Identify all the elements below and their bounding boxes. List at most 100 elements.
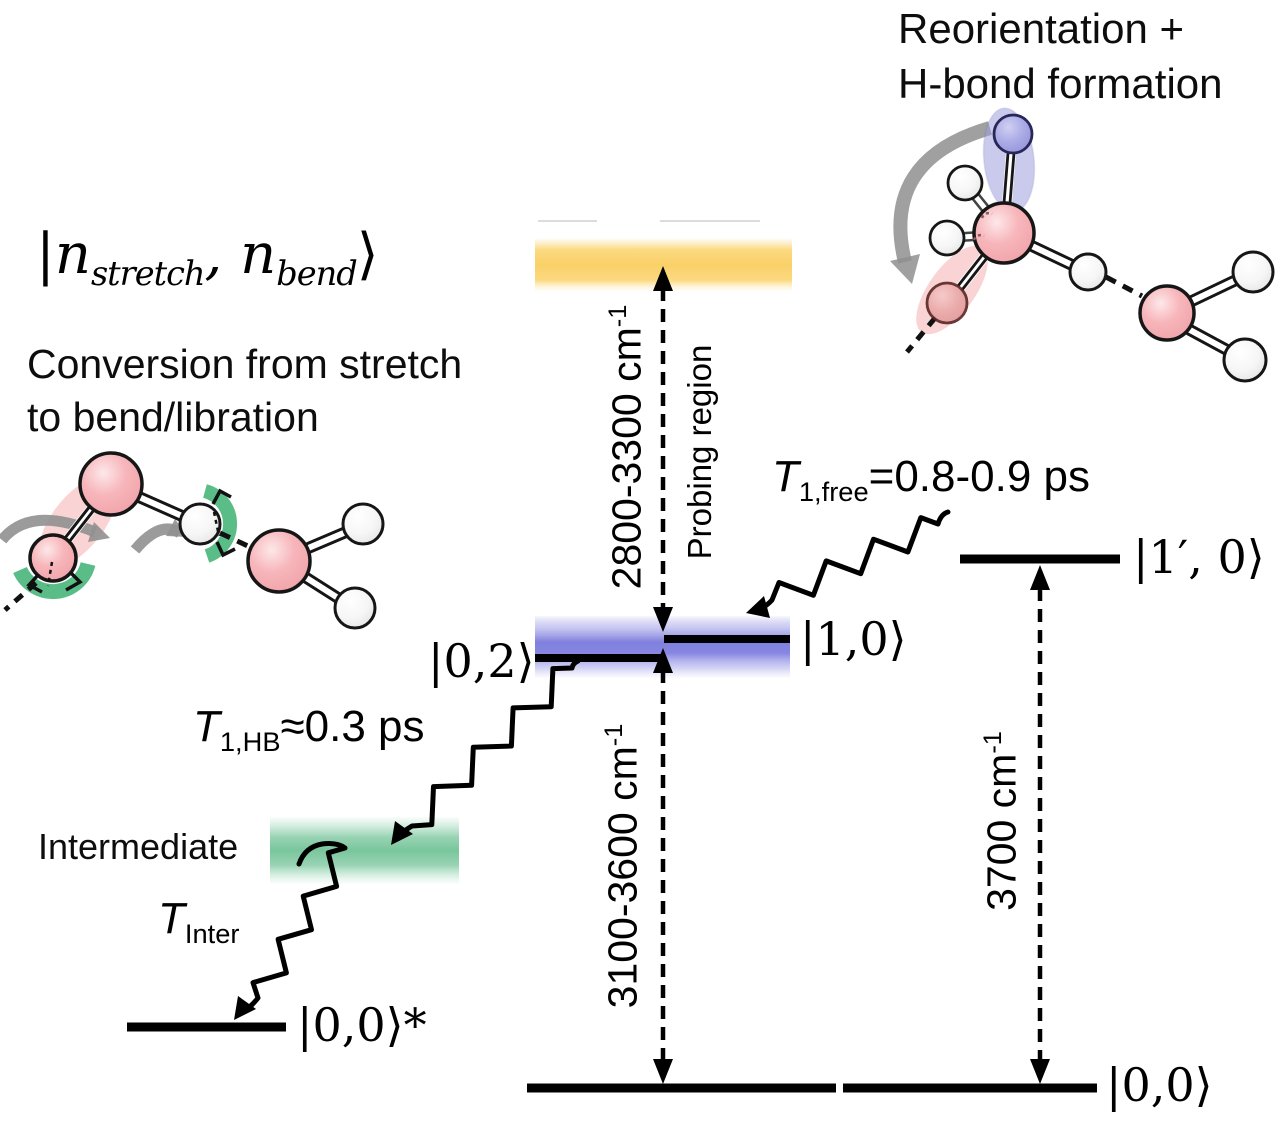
pump-transition-arrow — [653, 648, 673, 1084]
wavy-arrowhead — [234, 996, 256, 1020]
libration-marker-arrow — [65, 571, 83, 592]
hydrogen-bond-dash — [1104, 274, 1144, 299]
wavy-path — [239, 841, 348, 1015]
double-bond-line — [960, 257, 989, 291]
oxygen-atom — [78, 451, 144, 517]
t-inter-subscript: Inter — [184, 917, 240, 949]
conversion-caption: Conversion from stretch to bend/libratio… — [27, 338, 462, 445]
t1-hb-value: ≈0.3 ps — [280, 702, 425, 751]
t-inter-symbol: T — [158, 894, 185, 943]
double-bond-underlay — [956, 252, 989, 292]
t1-hb-label: T1,HB≈0.3 ps — [193, 702, 425, 758]
bond-core — [1189, 277, 1239, 304]
stretch-subscript: stretch — [90, 254, 206, 294]
ket-open: | — [36, 222, 55, 287]
t1-free-symbol: T — [772, 452, 799, 501]
relaxation-arrow-free-to-hb — [746, 509, 951, 618]
ghost-bonded-hydrogen-atom — [925, 281, 969, 325]
bonded-hydrogen-atom — [28, 533, 78, 583]
hydrogen-atom — [178, 502, 222, 546]
level-label-02: |0,2⟩ — [428, 634, 535, 688]
double-bond-line — [1002, 152, 1010, 204]
libration-arc-right — [202, 484, 238, 563]
previous-bond-mark — [972, 233, 985, 241]
ket-comma: , — [204, 222, 241, 287]
probe-arrowhead-up — [653, 266, 673, 291]
hydrogen-atom — [341, 502, 385, 546]
conversion-caption-line1: Conversion from stretch — [27, 341, 463, 387]
reorientation-caption-line2: H-bond formation — [898, 59, 1223, 107]
intermediate-label: Intermediate — [38, 826, 239, 867]
wavy-arrowhead — [391, 821, 413, 845]
bond-core — [303, 529, 349, 552]
libration-marker-arrow — [211, 488, 232, 505]
t1-free-value: =0.8-0.9 ps — [868, 452, 1090, 501]
reorientation-arrowhead — [890, 254, 920, 284]
probe-range-label: 2800-3300 cm-1 — [604, 305, 651, 590]
bond-core — [136, 494, 185, 519]
libration-arc-left — [13, 561, 96, 600]
ket-close: ⟩ — [356, 222, 379, 287]
level-label-00: |0,0⟩ — [1106, 1058, 1213, 1112]
n-bend-symbol: n — [240, 222, 277, 287]
rotation-arrow-left-head — [88, 522, 110, 542]
state-notation-formula: |nstretch, nbend⟩ — [36, 222, 379, 293]
hydrogen-atom — [1068, 252, 1108, 292]
libration-marker-arrow — [215, 541, 236, 558]
wavy-path — [751, 509, 951, 613]
previous-bond-mark — [980, 211, 993, 219]
hydrogen-bond-dash — [218, 530, 252, 550]
t1-hb-subscript: 1,HB — [219, 725, 281, 757]
oxygen-atom — [1138, 284, 1196, 342]
double-bond-line — [67, 509, 96, 543]
intermediate-band — [270, 817, 459, 884]
free-oh-arrowhead-up — [1030, 565, 1050, 590]
double-bond-underlay — [1002, 152, 1016, 204]
probe-arrowhead-down — [653, 607, 673, 632]
reorientation-caption-line1: Reorientation + — [898, 5, 1185, 52]
oxygen-atom — [972, 201, 1036, 265]
bond-core — [1029, 243, 1075, 268]
dangling-bond-dash — [905, 316, 937, 354]
free-oh-range-label: 3700 cm-1 — [979, 731, 1026, 911]
free-oh-range-value: 3700 cm — [978, 753, 1025, 911]
bend-subscript: bend — [276, 254, 357, 294]
t1-free-label: T1,free=0.8-0.9 ps — [772, 452, 1090, 508]
relaxation-arrow-intermediate-to-ground — [234, 841, 348, 1020]
molecule-reorientation — [890, 107, 1275, 383]
reorientation-caption: Reorientation + H-bond formation — [898, 2, 1223, 111]
conversion-caption-line2: to bend/libration — [27, 394, 319, 441]
pump-range-value: 3100-3600 cm — [599, 746, 646, 1009]
free-oh-arrowhead-down — [1030, 1059, 1050, 1084]
t-inter-label: TInter — [158, 894, 239, 950]
probe-range-value: 2800-3300 cm — [603, 327, 650, 590]
reorientation-arrow — [893, 121, 992, 264]
double-bond-line — [1008, 152, 1016, 204]
n-stretch-symbol: n — [54, 222, 91, 287]
t1-hb-symbol: T — [193, 702, 220, 751]
level-label-10: |1,0⟩ — [800, 612, 907, 666]
wavy-arrowhead — [746, 596, 770, 618]
double-bond-line — [956, 253, 985, 287]
free-oh-transition-arrow — [1030, 565, 1050, 1084]
probe-range-exponent: -1 — [603, 304, 632, 328]
oxygen-atom — [246, 528, 312, 594]
level-label-1prime0: |1′, 0⟩ — [1133, 530, 1265, 584]
hydrogen-atom — [333, 586, 377, 630]
hydrogen-atom — [1231, 250, 1275, 294]
probing-region-label: Probing region — [681, 344, 718, 560]
molecule-stretch-to-bend — [0, 451, 385, 630]
double-bond-line — [63, 505, 92, 539]
pump-range-exponent: -1 — [599, 723, 628, 747]
free-oh-range-exponent: -1 — [978, 731, 1007, 754]
pump-range-label: 3100-3600 cm-1 — [600, 724, 647, 1009]
double-bond-underlay — [63, 504, 96, 544]
t1-free-subscript: 1,free — [798, 475, 869, 507]
ghost-hydrogen-atom — [928, 219, 966, 257]
bond-core — [302, 574, 341, 601]
ghost-hydrogen-atom — [946, 164, 984, 202]
probe-transition-arrow — [653, 266, 673, 632]
relaxation-arrow-hb-to-intermediate — [391, 658, 581, 845]
